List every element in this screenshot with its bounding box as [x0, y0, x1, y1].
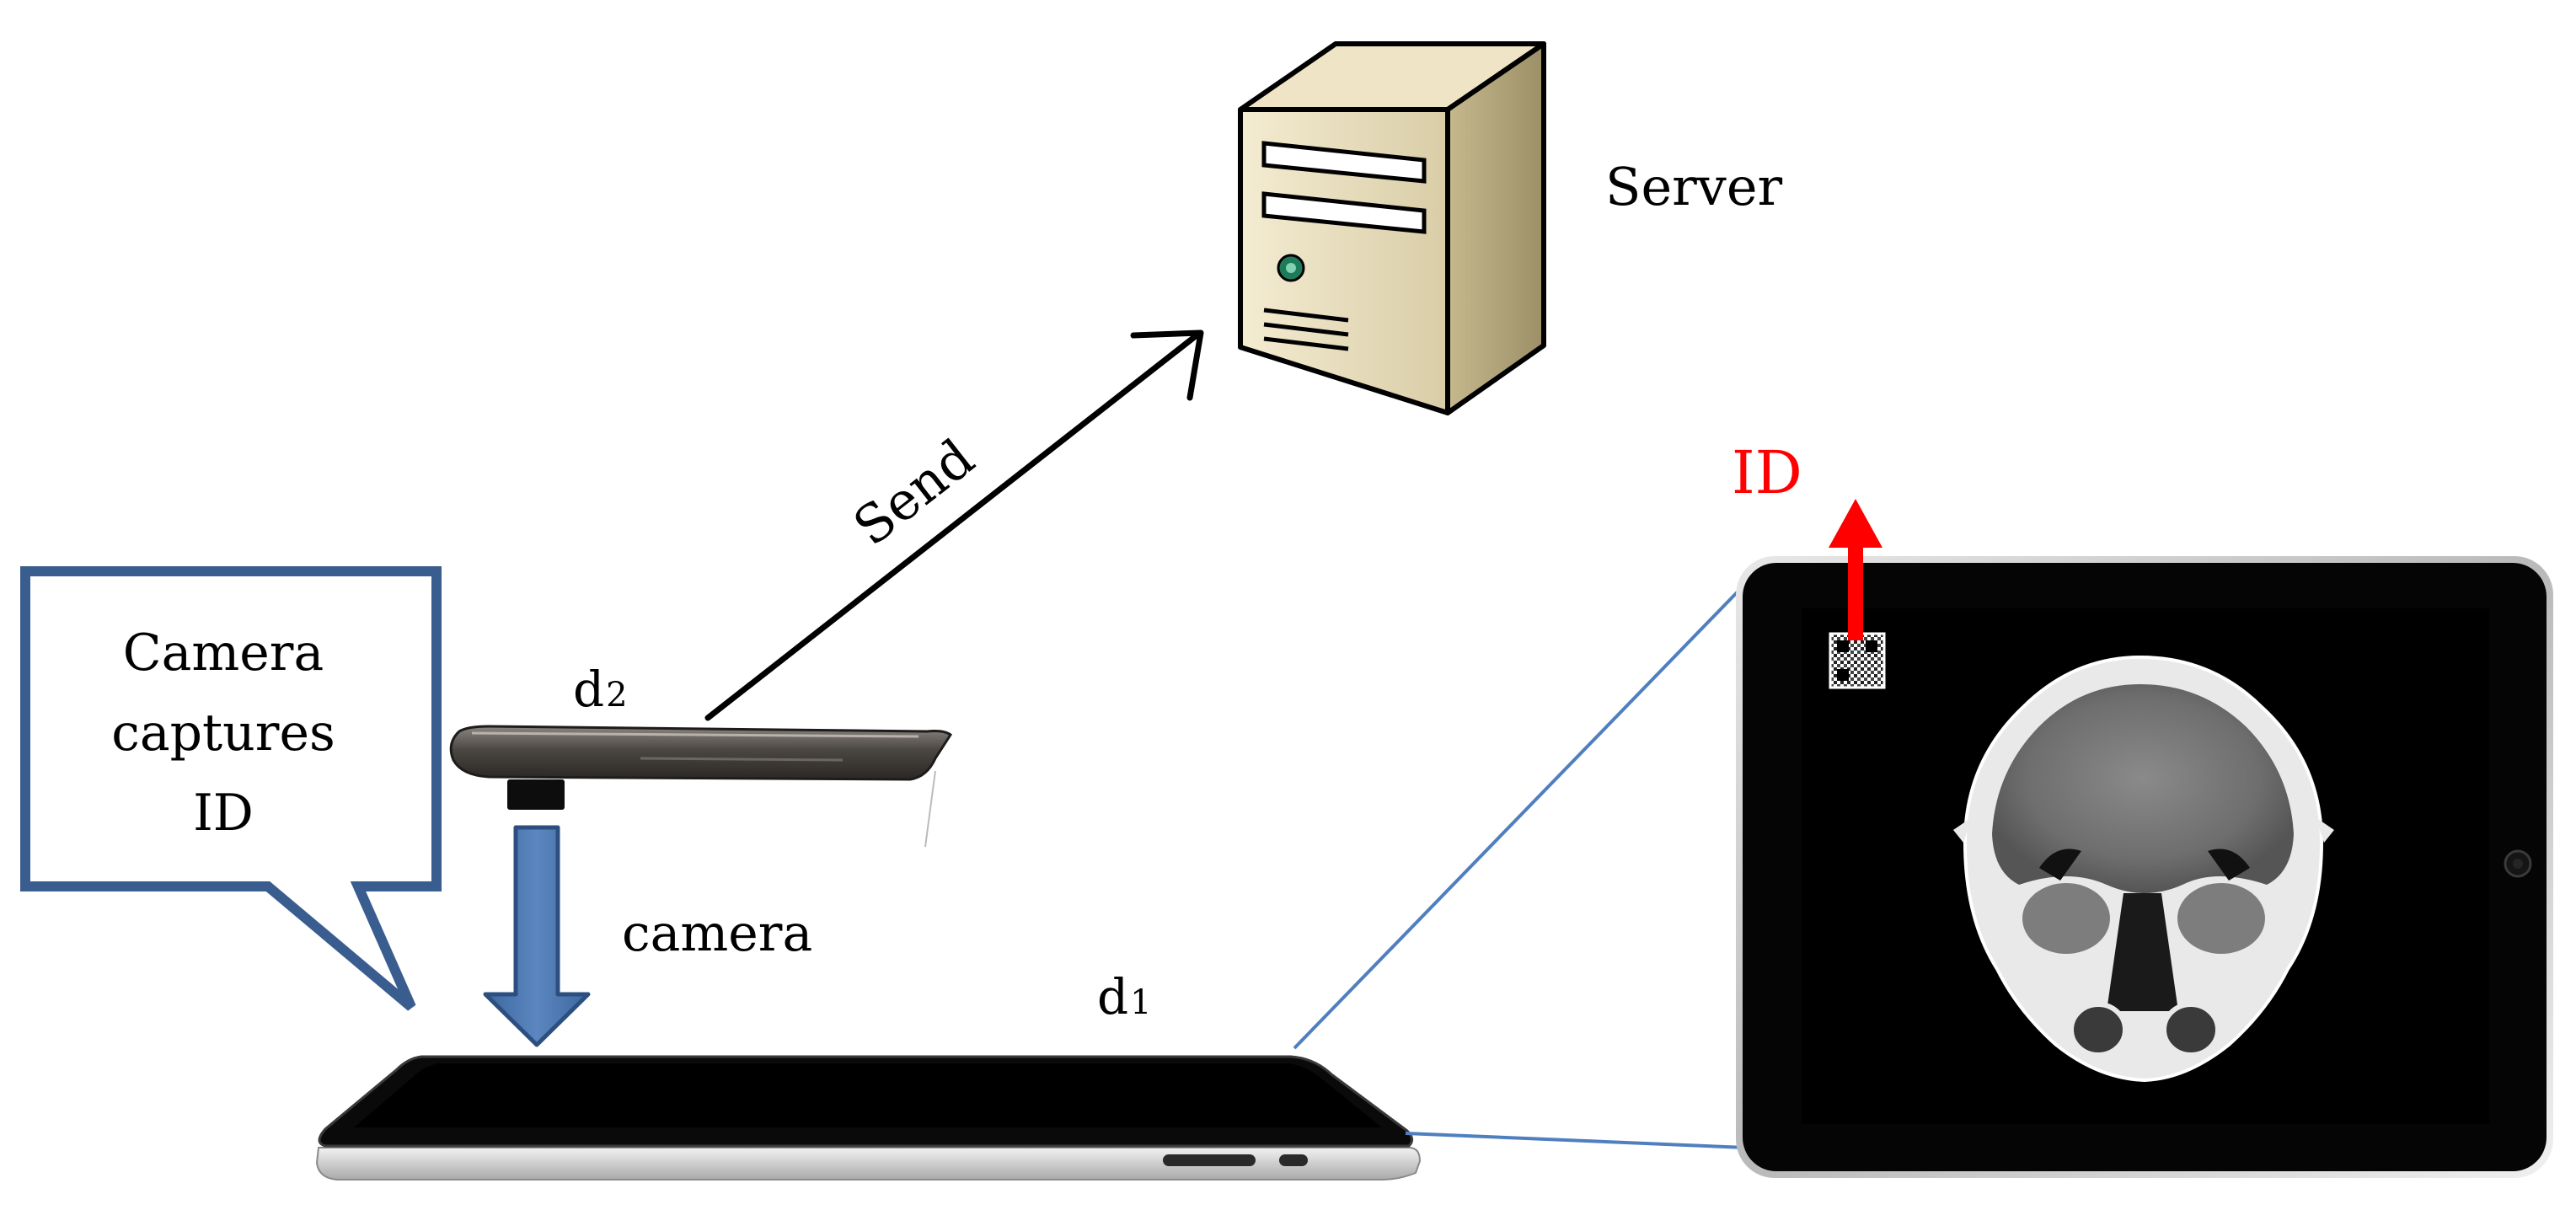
id-arrow — [1829, 499, 1882, 640]
zoom-lines — [1293, 581, 1748, 1149]
callout-bubble — [20, 566, 442, 1011]
camera-arrow — [483, 825, 591, 1047]
callout-text-line3: ID — [193, 784, 254, 843]
ct-scan-image — [1953, 655, 2334, 1083]
smartphone-side-icon — [449, 725, 953, 848]
send-arrow — [704, 329, 1204, 721]
tablet-side-icon — [315, 1055, 1422, 1180]
qr-code-icon — [1829, 632, 1886, 689]
device-d1-label: d1 — [1097, 968, 1152, 1025]
device-d2-label: d2 — [573, 661, 628, 718]
send-label: Send — [842, 427, 985, 558]
callout-text-line1: Camera — [123, 624, 324, 683]
id-label: ID — [1732, 438, 1802, 507]
server-label: Server — [1605, 156, 1783, 217]
camera-label: camera — [622, 904, 812, 963]
callout-text-line2: captures — [111, 704, 335, 763]
server-tower-icon — [1238, 41, 1546, 415]
